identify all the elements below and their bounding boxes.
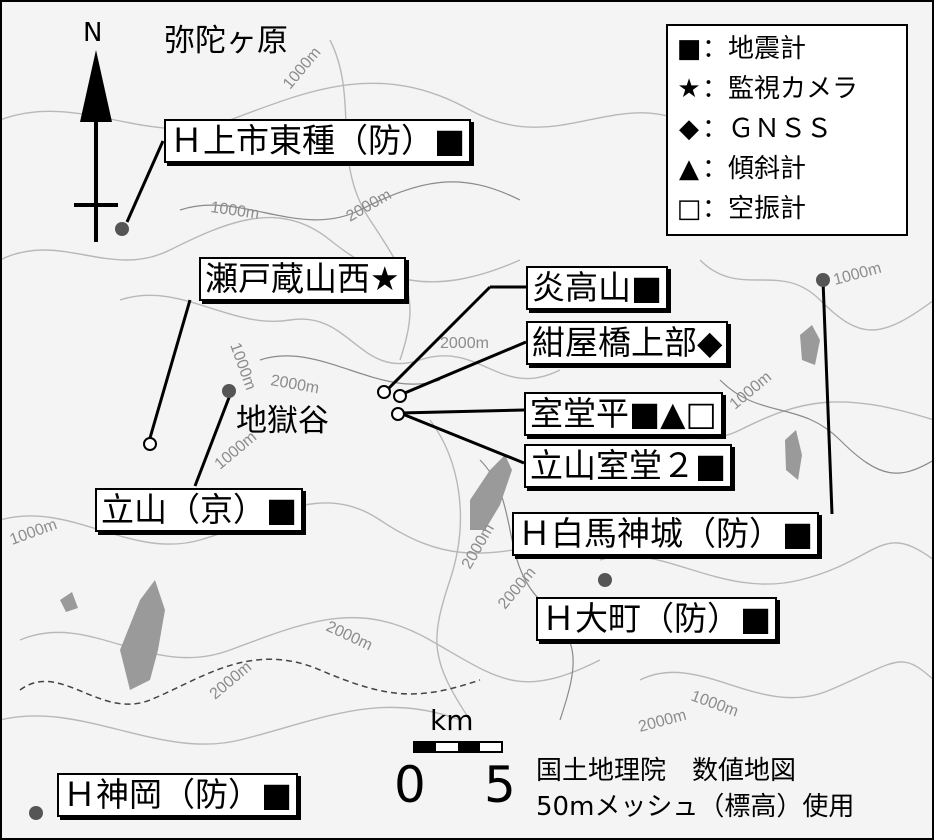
station-open-konya bbox=[393, 389, 407, 403]
legend-label: ：地震計 bbox=[702, 34, 807, 64]
scale-min-label: 0 bbox=[394, 756, 426, 814]
star-icon: ★ bbox=[677, 74, 701, 104]
station-label-tateyama-murodo: 立山室堂２■ bbox=[524, 444, 733, 488]
station-label-setokura: 瀬戸蔵山西★ bbox=[199, 257, 406, 301]
station-label-kamioka: Ｈ神岡（防）■ bbox=[57, 773, 299, 817]
legend-row-tiltmeter: ▲：傾斜計 bbox=[676, 154, 806, 184]
north-arrow-icon bbox=[74, 50, 118, 242]
station-label-enkozan: 炎高山■ bbox=[526, 266, 669, 310]
lake-2 bbox=[470, 455, 512, 530]
legend-label: ：傾斜計 bbox=[702, 154, 807, 184]
prefecture-boundary bbox=[19, 658, 481, 705]
lake-5 bbox=[60, 592, 78, 612]
legend-row-gnss: ◆：ＧＮＳＳ bbox=[676, 114, 832, 144]
legend-row-infrasound: □：空振計 bbox=[676, 194, 806, 224]
square-filled-icon: ■ bbox=[676, 34, 702, 64]
legend-label: ：監視カメラ bbox=[702, 74, 859, 104]
lake-3 bbox=[800, 325, 820, 365]
station-label-tateyama-kyo: 立山（京）■ bbox=[95, 488, 304, 532]
station-dot-kamiichi bbox=[115, 222, 129, 236]
credit-line-2: 50mメッシュ（標高）使用 bbox=[536, 792, 855, 822]
contour-lines bbox=[0, 39, 934, 745]
station-dot-tateyama-kyo bbox=[222, 384, 236, 398]
scale-bar bbox=[413, 741, 503, 753]
square-open-icon: □ bbox=[676, 194, 702, 224]
lake-4 bbox=[785, 430, 802, 480]
station-markers bbox=[29, 222, 830, 820]
station-dot-hakuba bbox=[816, 273, 830, 287]
contour-label: 2000m bbox=[440, 335, 489, 352]
station-label-konya: 紺屋橋上部◆ bbox=[526, 321, 729, 365]
station-label-hakuba: Ｈ白馬神城（防）■ bbox=[512, 512, 820, 556]
scale-max-label: 5 bbox=[484, 756, 516, 814]
leader-lines bbox=[125, 140, 834, 515]
legend-label: ：空振計 bbox=[702, 194, 807, 224]
station-label-omachi: Ｈ大町（防）■ bbox=[536, 597, 778, 641]
region-name-midagahara: 弥陀ヶ原 bbox=[164, 23, 288, 59]
station-label-kamiichi: Ｈ上市東種（防）■ bbox=[164, 119, 472, 163]
triangle-icon: ▲ bbox=[679, 154, 699, 184]
legend-label: ：ＧＮＳＳ bbox=[702, 114, 833, 144]
station-open-enkozan bbox=[377, 385, 391, 399]
contour-label: 1000m bbox=[209, 199, 260, 223]
diamond-icon: ◆ bbox=[679, 114, 699, 144]
credit-line-1: 国土地理院 数値地図 bbox=[536, 756, 797, 786]
scale-unit-label: km bbox=[430, 704, 474, 737]
station-label-murododaira: 室堂平■▲□ bbox=[524, 392, 723, 436]
legend-row-camera: ★：監視カメラ bbox=[676, 74, 858, 104]
legend: ■：地震計 ★：監視カメラ ◆：ＧＮＳＳ ▲：傾斜計 □：空振計 bbox=[666, 24, 908, 236]
station-open-setokura bbox=[143, 437, 157, 451]
crater-name-jigokudani: 地獄谷 bbox=[236, 403, 329, 439]
lake-1 bbox=[120, 580, 165, 690]
legend-row-seismometer: ■：地震計 bbox=[676, 34, 806, 64]
north-label: N bbox=[83, 18, 103, 48]
station-dot-kamioka bbox=[29, 806, 43, 820]
station-open-murodo bbox=[391, 407, 405, 421]
water-bodies bbox=[60, 325, 820, 690]
station-dot-omachi bbox=[598, 573, 612, 587]
